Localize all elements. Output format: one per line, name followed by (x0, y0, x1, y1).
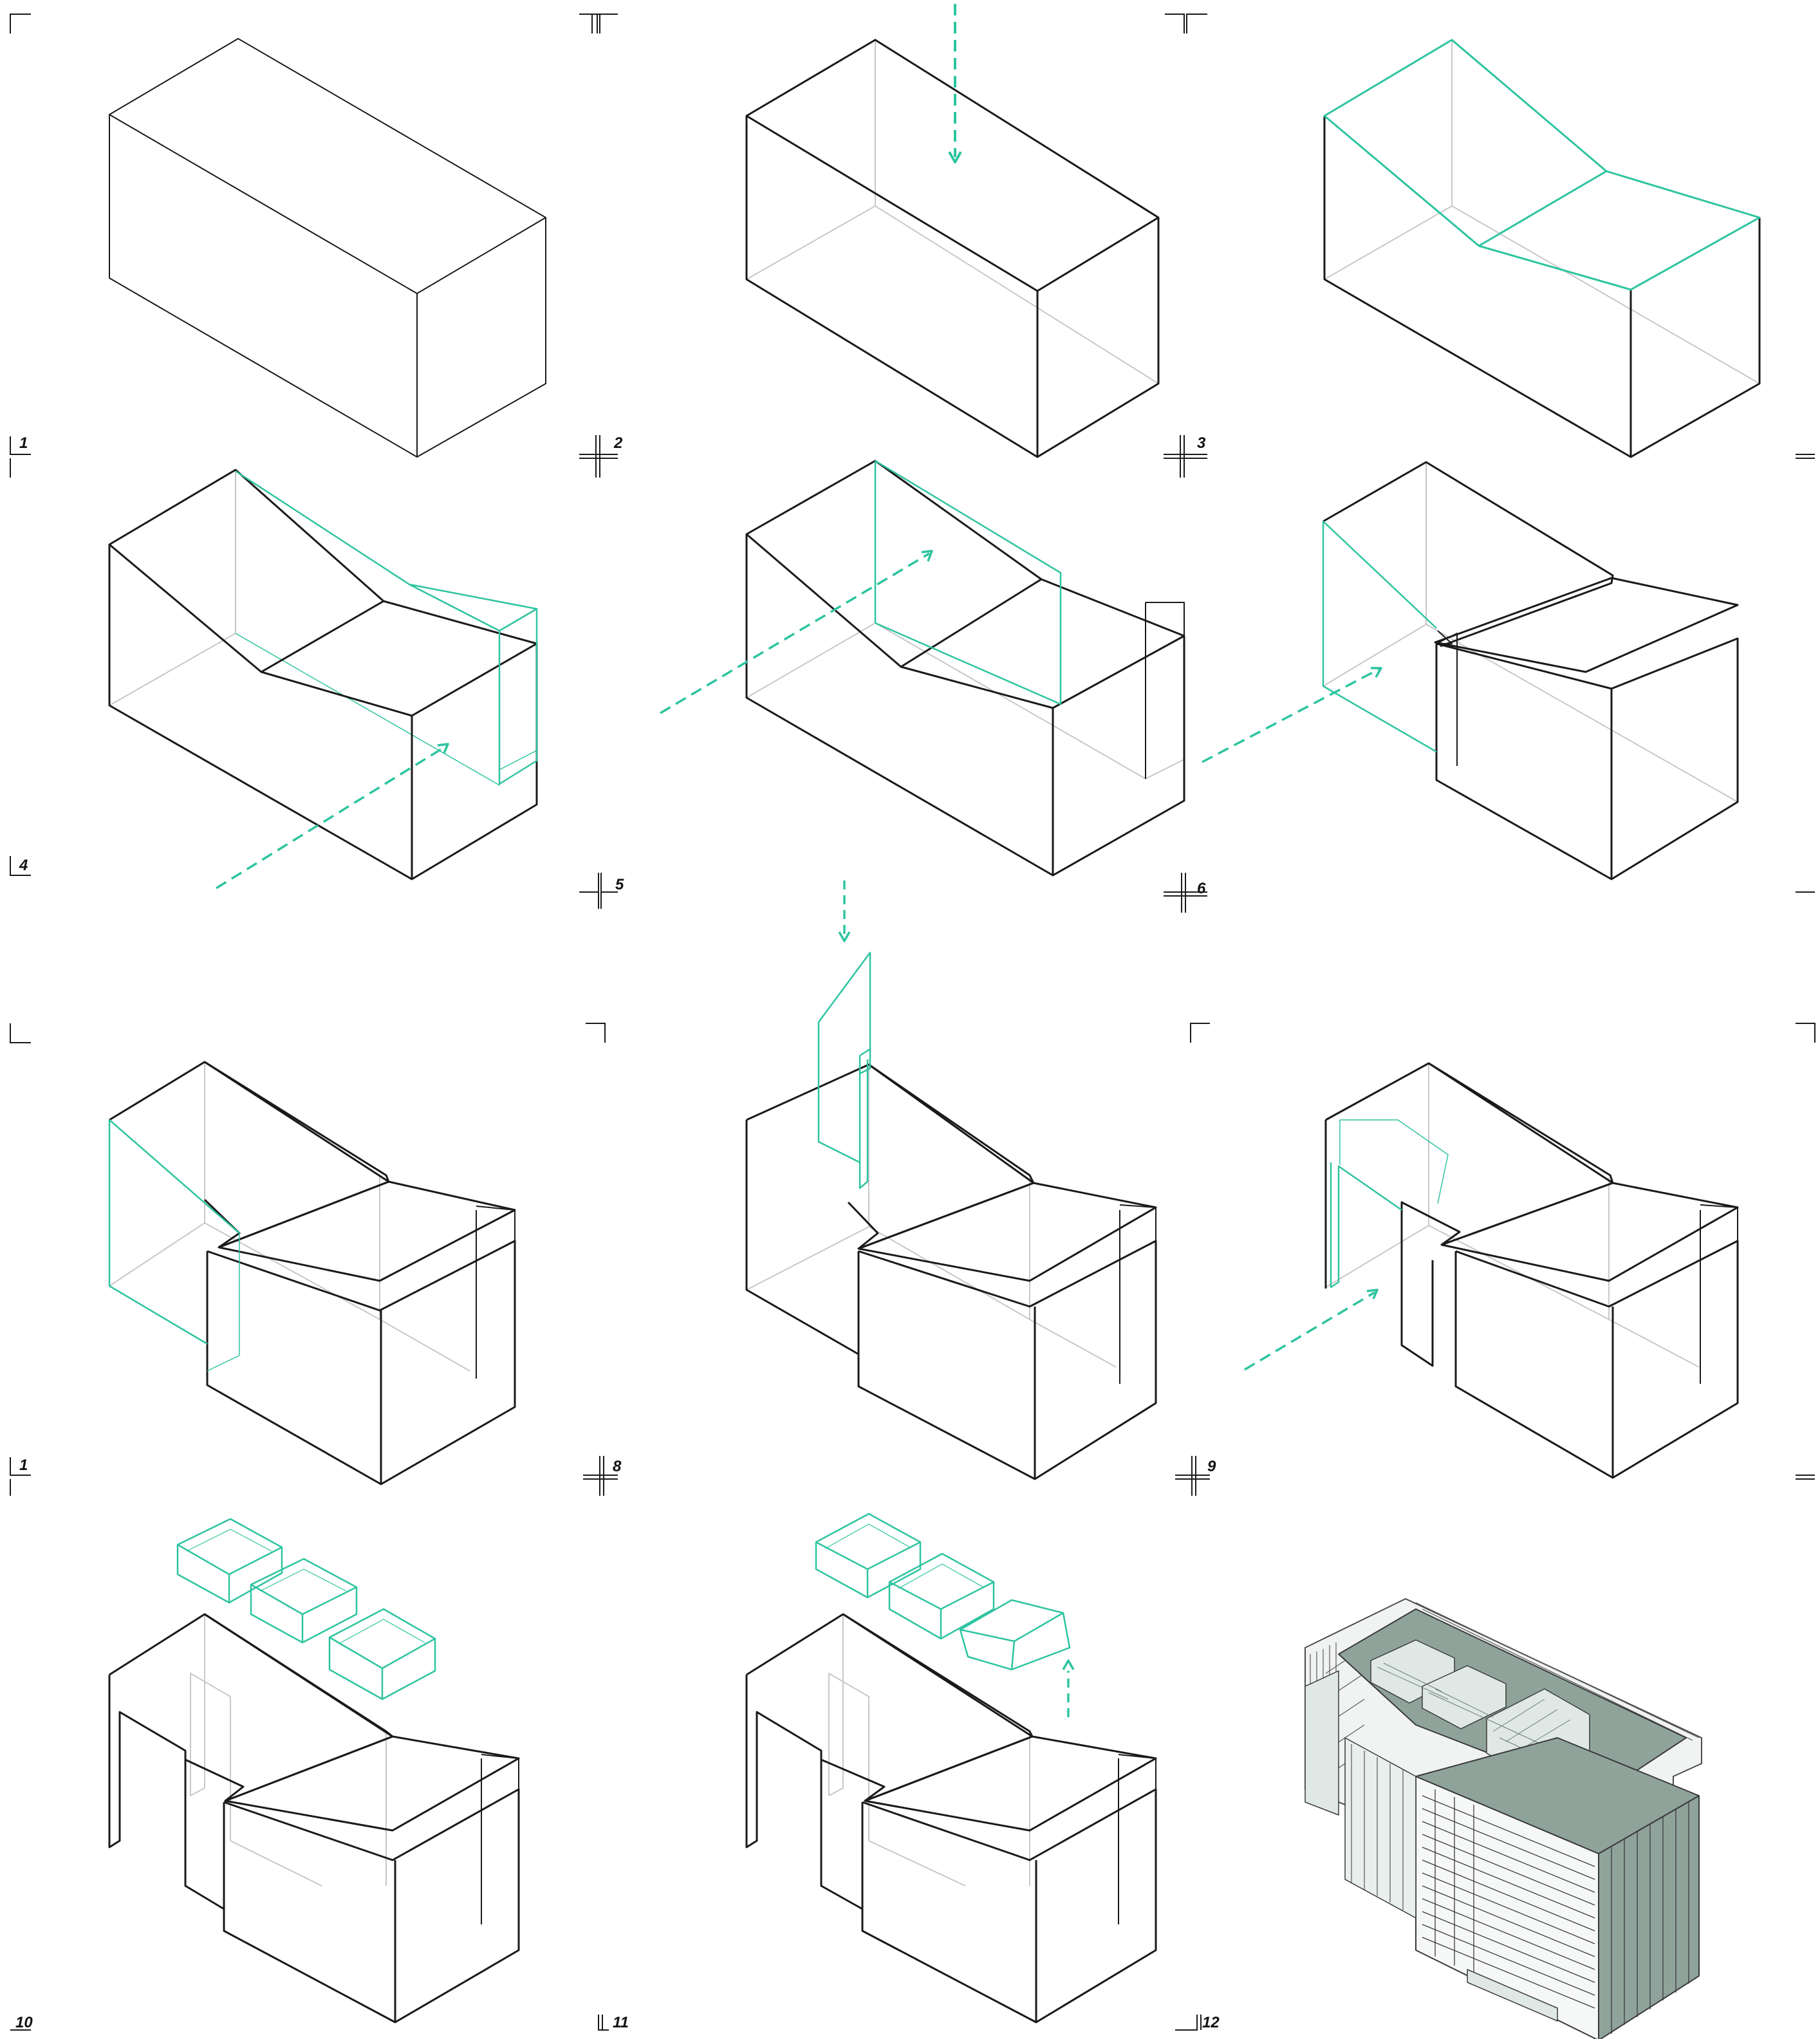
panel-8-diagram (747, 880, 1156, 1479)
panel-number: 1 (19, 1457, 28, 1474)
panel-number: 4 (19, 857, 28, 874)
panel-number: 2 (613, 434, 623, 452)
panel-number: 6 (1197, 880, 1206, 897)
panel-12-rendering (1305, 1599, 1702, 2039)
panel-7-diagram (109, 1062, 515, 1484)
arrow-diagonal-icon (660, 554, 929, 713)
panel-number: 11 (613, 2014, 629, 2031)
arrow-diagonal-icon (1245, 1292, 1375, 1370)
panel-10-diagram (109, 1519, 519, 2022)
panel-numbers: 1 2 3 4 5 6 1 8 9 10 11 12 (15, 434, 1220, 2031)
panel-6-diagram (1202, 462, 1738, 879)
panel-2-diagram (747, 4, 1158, 457)
panel-number: 5 (615, 876, 624, 893)
panel-number: 1 (19, 434, 28, 452)
panel-4-diagram (109, 470, 537, 888)
panel-number: 3 (1197, 434, 1206, 452)
panel-number: 9 (1207, 1458, 1216, 1475)
panel-9-diagram (1245, 1063, 1738, 1478)
panel-1-diagram (109, 39, 546, 457)
panel-3-diagram (1324, 40, 1760, 457)
panel-11-diagram (747, 1514, 1156, 2022)
panel-number: 12 (1202, 2014, 1220, 2031)
panel-number: 10 (15, 2014, 33, 2031)
panel-number: 8 (613, 1458, 622, 1475)
arrow-diagonal-icon (1202, 669, 1379, 762)
panel-5-diagram (660, 461, 1184, 875)
